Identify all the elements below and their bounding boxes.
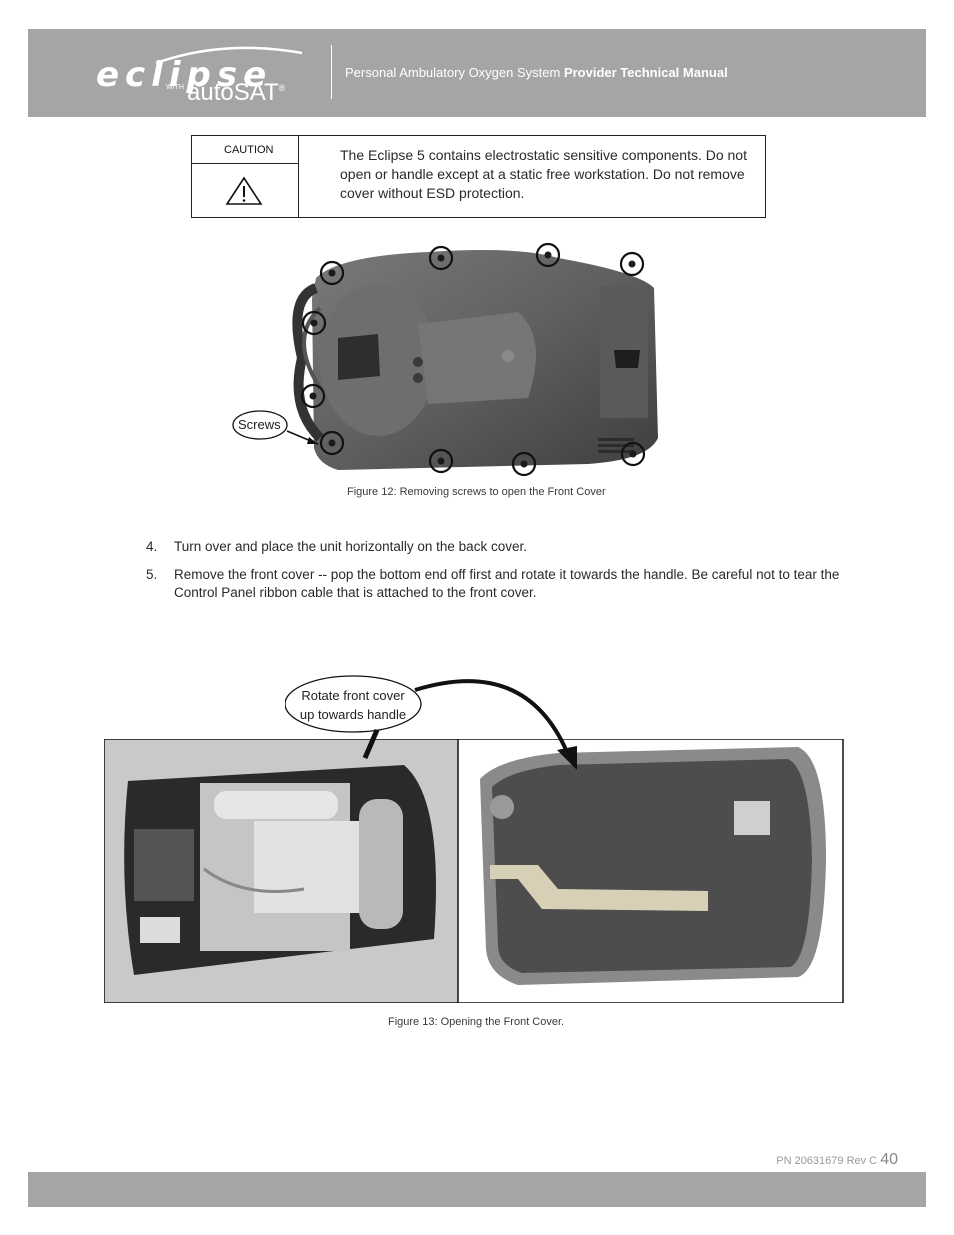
logo-brand: eclipse — [96, 55, 273, 95]
header-divider — [331, 45, 332, 99]
page-number: 40 — [880, 1151, 898, 1168]
figure-13-open-unit-photo — [104, 739, 458, 1003]
instruction-steps: 4. Turn over and place the unit horizont… — [146, 538, 866, 612]
caution-box: CAUTION The Eclipse 5 contains electrost… — [191, 135, 766, 218]
figure-13-caption: Figure 13: Opening the Front Cover. — [388, 1016, 565, 1028]
logo-sub: autoSAT® — [187, 79, 286, 106]
eclipse-autosat-logo: eclipse WITH autoSAT® — [94, 45, 334, 111]
step-text: Remove the front cover -- pop the bottom… — [174, 567, 840, 600]
logo-with: WITH — [166, 84, 184, 91]
warning-triangle-icon — [225, 176, 263, 205]
header-title: Personal Ambulatory Oxygen System Provid… — [345, 65, 728, 80]
step-number: 4. — [146, 539, 158, 554]
step-text: Turn over and place the unit horizontall… — [174, 539, 527, 554]
page-footer-bar — [28, 1172, 926, 1207]
caution-label: CAUTION — [192, 136, 298, 164]
rotate-callout-arrow — [285, 675, 577, 770]
step-number: 5. — [146, 567, 158, 582]
figure-12-caption: Figure 12: Removing screws to open the F… — [347, 486, 606, 498]
step-5: 5. Remove the front cover -- pop the bot… — [146, 566, 866, 602]
screws-callout-bubble — [232, 410, 319, 445]
page-footer-pn: PN 20631679 Rev C 40 — [776, 1151, 898, 1169]
part-number: PN 20631679 Rev C — [776, 1155, 878, 1167]
figure-13-front-cover-photo — [458, 739, 844, 1003]
caution-text: The Eclipse 5 contains electrostatic sen… — [340, 147, 747, 201]
screws-callout-text: Screws — [238, 417, 281, 432]
caution-left-cell: CAUTION — [192, 136, 299, 217]
step-4: 4. Turn over and place the unit horizont… — [146, 538, 866, 556]
page-header: eclipse WITH autoSAT® Personal Ambulator… — [28, 29, 926, 117]
figure-12-device-photo — [292, 242, 658, 477]
